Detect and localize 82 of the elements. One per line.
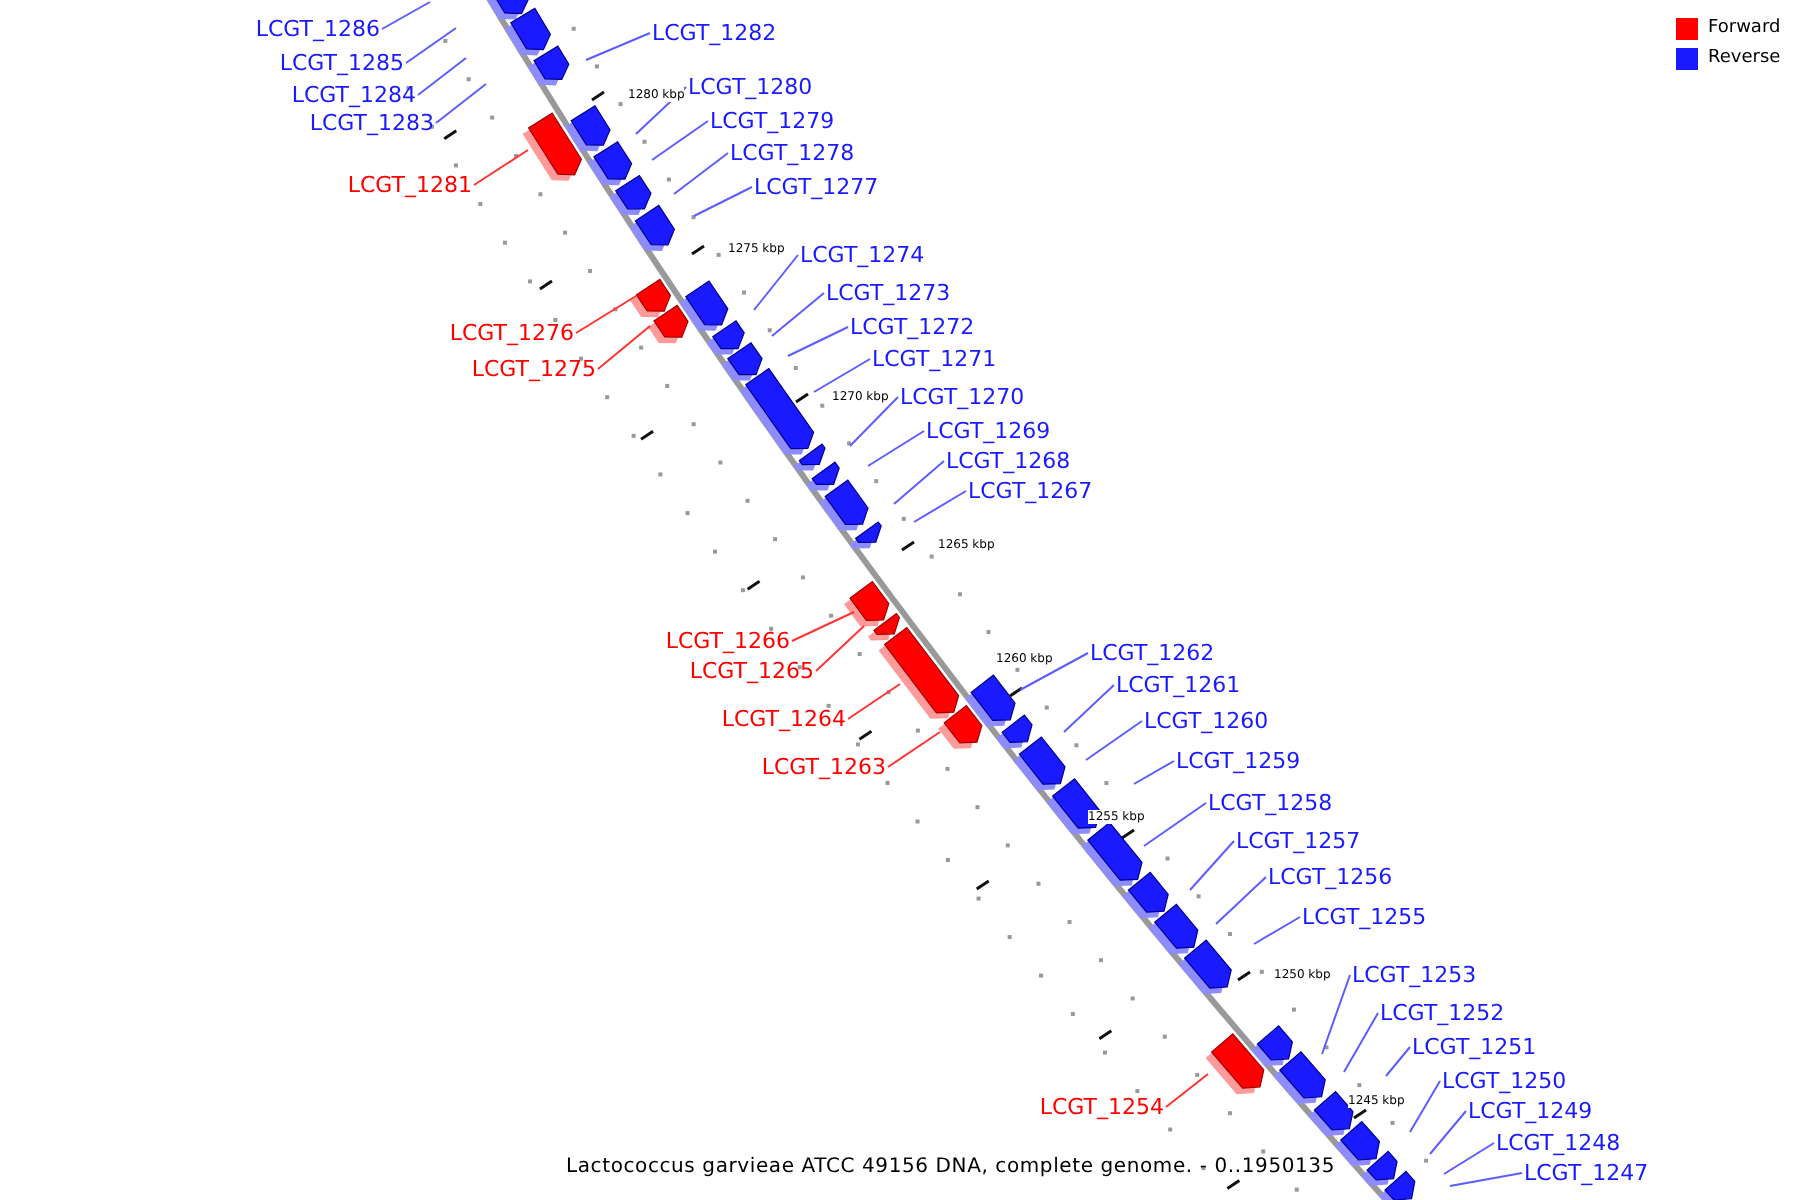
gene-label: LCGT_1250 [1442,1068,1567,1094]
gene-label: LCGT_1257 [1236,828,1361,854]
leader-line [753,254,799,311]
gene-label: LCGT_1286 [255,16,380,42]
leader-line [597,325,651,370]
leader-line [651,120,709,161]
caption: Lactococcus garvieae ATCC 49156 DNA, complete genome. - 0..1950135 [566,1156,1336,1180]
leader-line [913,490,967,523]
gene-label: LCGT_1273 [826,280,951,306]
leader-line [1321,974,1351,1055]
gene-label: LCGT_1261 [1116,672,1241,698]
leader-line [787,326,849,357]
gene-label: LCGT_1249 [1468,1098,1593,1124]
gene-label: LCGT_1283 [309,110,434,136]
gene-label: LCGT_1262 [1090,640,1215,666]
leader-line [1385,1046,1411,1077]
leader-line [1443,1142,1495,1175]
gene-label: LCGT_1281 [347,172,472,198]
leader-line [1253,916,1301,945]
gene-label: LCGT_1280 [688,74,813,100]
leader-line [849,396,899,447]
gene-label: LCGT_1263 [761,754,886,780]
leader-line [1143,802,1207,847]
gene-label: LCGT_1274 [800,242,925,268]
gene-label: LCGT_1272 [850,314,975,340]
gene-label: LCGT_1247 [1524,1160,1649,1186]
gene-label: LCGT_1252 [1380,1000,1505,1026]
leader-line [405,27,457,64]
leader-line [435,83,487,124]
leader-line [381,1,431,30]
gene-label: LCGT_1282 [652,20,777,46]
leader-line [1063,684,1115,733]
leader-line [1449,1172,1523,1187]
leader-line [1165,1073,1209,1108]
gene-label: LCGT_1278 [730,140,855,166]
leader-line [1343,1012,1379,1073]
leader-line [585,32,651,61]
leader-line [847,683,901,720]
leader-line [417,57,467,96]
gene-label: LCGT_1248 [1496,1130,1621,1156]
gene-label: LCGT_1265 [689,658,814,684]
gene-label: LCGT_1267 [968,478,1093,504]
gene-label: LCGT_1258 [1208,790,1333,816]
leader-line [813,358,871,393]
gene-label: LCGT_1284 [291,82,416,108]
gene-label: LCGT_1275 [471,356,596,382]
gene-label: LCGT_1264 [721,706,846,732]
leader-line [473,149,529,186]
leader-line [673,152,729,195]
leader-line [815,625,865,672]
gene-label: LCGT_1253 [1352,962,1477,988]
leader-line [1409,1080,1441,1133]
leader-line [893,460,945,505]
gene-label: LCGT_1285 [279,50,404,76]
gene-label: LCGT_1259 [1176,748,1301,774]
gene-label: LCGT_1277 [754,174,879,200]
gene-label: LCGT_1279 [710,108,835,134]
leader-line [1215,876,1267,925]
gene-label: LCGT_1251 [1412,1034,1537,1060]
leader-line [1019,652,1089,691]
legend-label: Reverse [1708,48,1781,70]
gene-label: LCGT_1266 [665,628,790,654]
leader-line [1189,840,1235,891]
gene-label: LCGT_1268 [946,448,1071,474]
gene-label: LCGT_1260 [1144,708,1269,734]
gene-label: LCGT_1255 [1302,904,1427,930]
gene-label: LCGT_1254 [1039,1094,1164,1120]
leader-line [693,186,753,217]
leader-line [791,611,855,642]
leader-line [887,731,941,768]
gene-label: LCGT_1270 [900,384,1025,410]
gene-label: LCGT_1256 [1268,864,1393,890]
leader-line [867,430,925,467]
leader-line [1133,760,1175,785]
leader-line [771,292,825,337]
gene-label: LCGT_1276 [449,320,574,346]
leader-line [575,295,637,334]
gene-label: LCGT_1271 [872,346,997,372]
gene-label: LCGT_1269 [926,418,1051,444]
legend-label: Forward [1708,18,1781,40]
leader-line [1429,1110,1467,1155]
leader-line [1085,720,1143,761]
